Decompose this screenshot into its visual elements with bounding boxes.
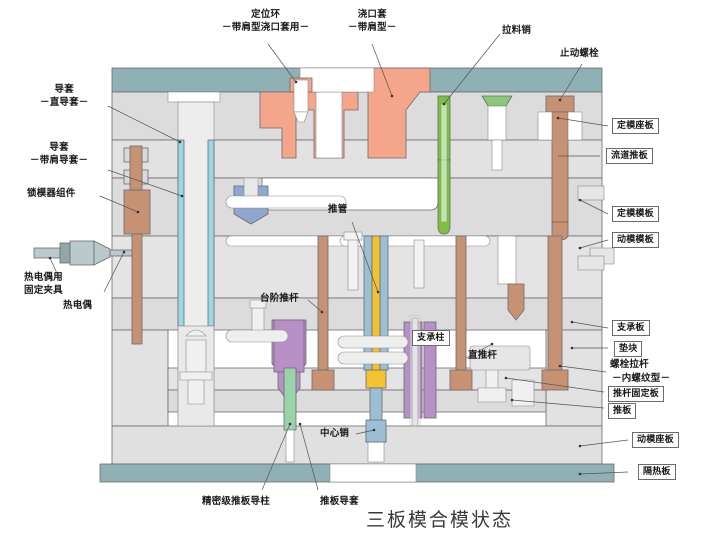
label-guide-bush-straight-line2: －直导套－	[40, 96, 89, 108]
green-insert	[481, 95, 513, 171]
label-support-plate: 支承板	[612, 320, 650, 337]
bottom-insulation-plate	[99, 463, 615, 483]
label-ejector-sleeve: 推管	[328, 204, 348, 215]
support-pillar-left	[271, 319, 307, 397]
label-insulation-plate: 隔热板	[638, 464, 676, 481]
label-sprue-bushing-line2: －带肩型－	[348, 21, 397, 33]
label-spacer-block: 垫块	[614, 341, 643, 358]
leader-lines	[48, 33, 629, 491]
label-fixed-mold-base-plate: 定模座板	[612, 118, 659, 135]
label-thermocouple-clamp-line2: 固定夹具	[24, 284, 63, 296]
label-runner-stripper-plate: 流道推板	[606, 148, 653, 165]
label-mold-lock-assembly: 锁模器组件	[27, 188, 76, 199]
label-guide-bush-straight-line1: 导套	[54, 84, 74, 95]
stepped-ejector-pin	[311, 235, 335, 391]
label-sprue-bushing-line1: 浇口套	[357, 9, 387, 20]
label-support-pillar: 支承柱	[412, 330, 450, 347]
center-pin	[365, 419, 387, 443]
label-guide-bush-shoulder-line1: 导套	[49, 142, 69, 153]
label-locating-ring-line1: 定位环	[251, 9, 281, 20]
label-guide-bush-straight: 导套 －直导套－	[40, 84, 89, 110]
label-precision-ejector-guide-pin: 精密级推板导柱	[202, 496, 270, 507]
stepped-ejector-pin-3	[541, 235, 569, 391]
label-thermocouple-clamp: 热电偶用 固定夹具	[24, 272, 63, 298]
label-ejector-plate: 推板	[608, 403, 637, 420]
figure-title: 三板模合模状态	[366, 509, 514, 531]
ejector-sleeve	[363, 235, 389, 463]
precision-ejector-guide-pin	[283, 367, 297, 463]
label-bolt-tie-rod: 螺栓拉杆	[610, 359, 649, 370]
label-thermocouple: 热电偶	[63, 300, 93, 311]
label-sprue-puller-pin: 拉料销	[502, 25, 532, 36]
internal-hardware	[179, 185, 615, 407]
label-stepped-ejector-pin: 台阶推杆	[260, 293, 299, 304]
label-guide-bush-shoulder: 导套 －带肩导套－	[30, 142, 88, 168]
label-locating-ring-line2: －带肩型浇口套用－	[222, 21, 310, 33]
label-locating-ring: 定位环 －带肩型浇口套用－	[222, 9, 309, 35]
thermocouple-part	[33, 240, 133, 266]
label-moving-mold-base-plate: 动模座板	[632, 432, 679, 449]
label-center-pin: 中心销	[320, 428, 350, 439]
label-ejector-retainer-plate: 推杆固定板	[608, 386, 665, 403]
moving-mold-base-plate-shape	[111, 425, 603, 465]
label-sprue-bushing: 浇口套 －带肩型－	[348, 9, 397, 35]
label-stop-bolt: 止动螺栓	[560, 48, 599, 59]
label-moving-mold-plate: 动模模板	[612, 232, 659, 249]
stop-bolt	[537, 95, 583, 241]
guide-bushing-shoulder	[123, 145, 151, 345]
label-ejector-guide-bush: 推板导套	[320, 496, 359, 507]
sprue-puller-pin	[437, 95, 451, 235]
label-bolt-tie-rod-type: －内螺纹型－	[612, 373, 671, 384]
label-fixed-mold-plate: 定模模板	[612, 206, 659, 223]
label-thermocouple-clamp-line1: 热电偶用	[24, 272, 63, 283]
label-guide-bush-shoulder-line2: －带肩导套－	[30, 154, 89, 166]
stepped-ejector-pin-2	[449, 235, 473, 391]
label-straight-ejector-pin: 直推杆	[468, 350, 498, 361]
